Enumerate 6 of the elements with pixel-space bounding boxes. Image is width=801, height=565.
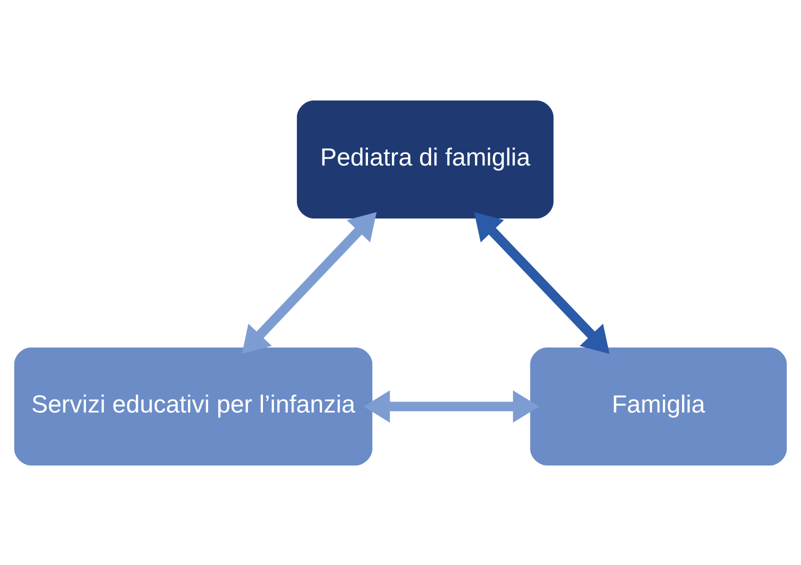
node-box: Servizi educativi per l’infanzia [14, 347, 372, 465]
arrow [364, 390, 540, 422]
arrow [474, 212, 610, 354]
arrow [242, 212, 377, 354]
node-box: Pediatra di famiglia [296, 100, 554, 218]
node-box: Famiglia [530, 347, 787, 465]
